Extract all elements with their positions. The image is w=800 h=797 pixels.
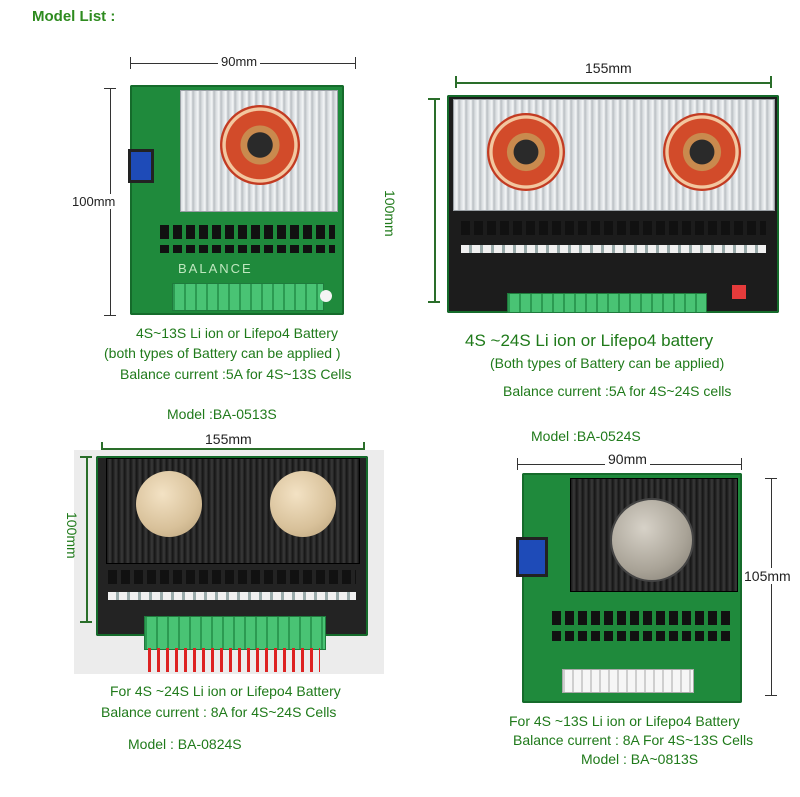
width-label: 90mm — [605, 451, 650, 467]
dimension-tick — [101, 442, 103, 454]
terminal-block — [562, 669, 694, 693]
toroid-coil-icon — [220, 105, 300, 185]
component-strip — [461, 245, 766, 253]
mosfet-row — [552, 631, 732, 641]
width-label: 155mm — [205, 431, 252, 447]
dimension-tick — [80, 456, 92, 458]
width-label: 155mm — [585, 60, 632, 76]
pcb-board — [516, 473, 742, 703]
transformer-icon — [128, 149, 154, 183]
spec-line: 4S ~24S Li ion or Lifepo4 battery — [465, 331, 714, 350]
model-label: Model :BA-0524S — [531, 428, 641, 444]
dimension-tick — [355, 57, 356, 69]
spec-line: Balance current :5A for 4S~13S Cells — [120, 366, 352, 382]
height-dimension-line — [434, 98, 436, 302]
spec-line: Balance current :5A for 4S~24S cells — [503, 383, 732, 399]
dimension-tick — [80, 621, 92, 623]
page-title: Model List : — [32, 8, 116, 25]
dimension-tick — [104, 315, 116, 316]
toroid-coil-icon — [663, 113, 741, 191]
thermal-pad-icon — [136, 471, 202, 537]
dimension-tick — [770, 76, 772, 88]
model-label: Model :BA-0513S — [167, 406, 277, 422]
thermal-pad-icon — [610, 498, 694, 582]
height-label: 100mm — [72, 194, 116, 209]
terminal-block — [172, 283, 324, 311]
height-label: 100mm — [382, 190, 398, 237]
dimension-tick — [455, 76, 457, 88]
spec-line: For 4S ~24S Li ion or Lifepo4 Battery — [110, 683, 341, 699]
transformer-icon — [516, 537, 548, 577]
component-strip — [108, 592, 356, 600]
dimension-tick — [428, 301, 440, 303]
mounting-hole — [320, 290, 332, 302]
model-label: Model : BA~0813S — [581, 751, 699, 767]
spec-line: Balance current : 8A For 4S~13S Cells — [513, 732, 754, 748]
width-dimension-line — [455, 82, 771, 84]
spec-line: 4S~13S Li ion or Lifepo4 Battery — [136, 325, 338, 341]
spec-line: (both types of Battery can be applied ) — [104, 345, 341, 361]
spec-line: (Both types of Battery can be applied) — [490, 355, 725, 371]
height-label: 105mm — [744, 568, 791, 584]
wire-harness — [148, 648, 320, 672]
model-label: Model : BA-0824S — [128, 736, 242, 752]
width-dimension-line — [101, 448, 364, 450]
dimension-tick — [741, 458, 742, 470]
height-label: 100mm — [64, 512, 80, 559]
dimension-tick — [517, 458, 518, 470]
dip-switch — [732, 285, 746, 299]
mosfet-row — [108, 570, 356, 584]
dimension-tick — [765, 695, 777, 696]
mosfet-row — [160, 225, 335, 239]
pcb-board: BALANCE — [128, 85, 344, 315]
height-dimension-line — [771, 478, 772, 696]
dimension-tick — [765, 478, 777, 479]
terminal-block — [507, 293, 707, 313]
mosfet-row — [461, 221, 766, 235]
mosfet-row — [160, 245, 335, 253]
pcb-board — [96, 456, 368, 636]
terminal-block — [144, 616, 326, 650]
width-label: 90mm — [218, 54, 261, 69]
dimension-tick — [130, 57, 131, 69]
dimension-tick — [428, 98, 440, 100]
spec-line: Balance current : 8A for 4S~24S Cells — [101, 704, 337, 720]
dimension-tick — [363, 442, 365, 454]
height-dimension-line — [86, 456, 88, 622]
mosfet-row — [552, 611, 732, 625]
spec-line: For 4S ~13S Li ion or Lifepo4 Battery — [509, 713, 740, 729]
dimension-tick — [104, 88, 116, 89]
silkscreen-label: BALANCE — [178, 261, 253, 276]
thermal-pad-icon — [270, 471, 336, 537]
toroid-coil-icon — [487, 113, 565, 191]
pcb-board — [447, 95, 779, 313]
